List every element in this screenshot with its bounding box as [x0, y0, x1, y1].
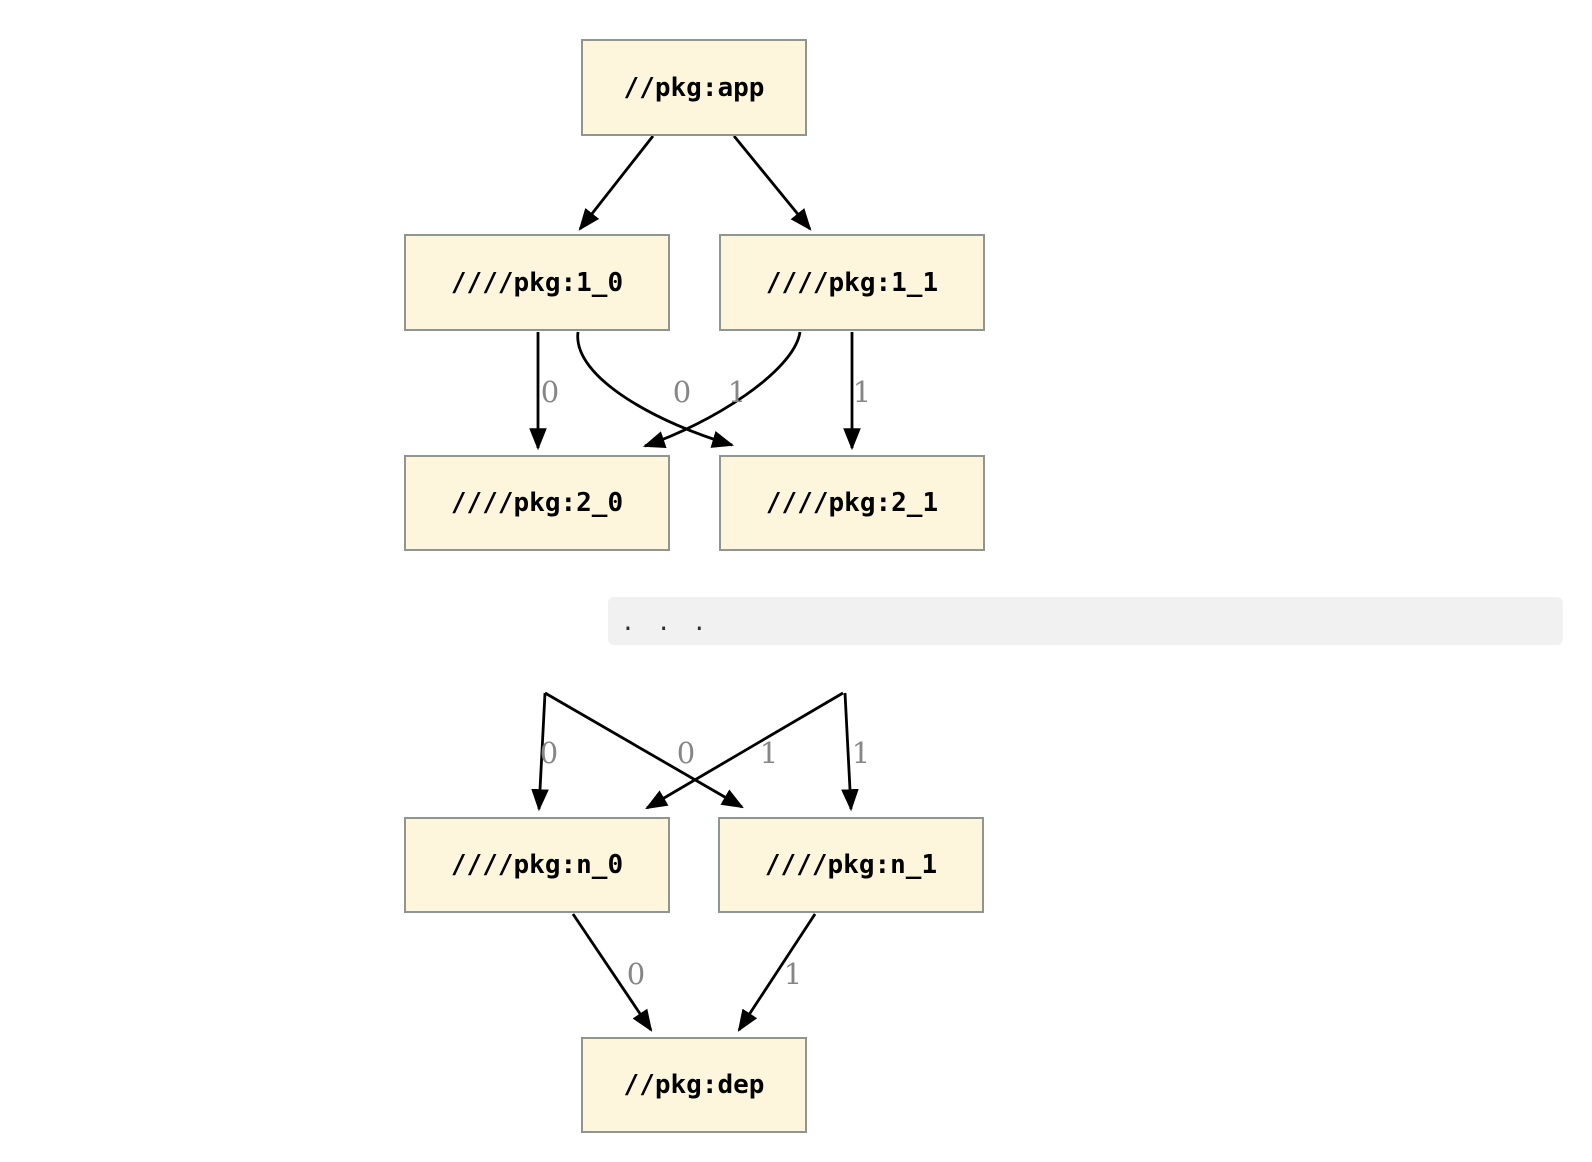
edge-app-to-1_0	[578, 135, 655, 231]
node-pkg-n_1: ////pkg:n_1	[718, 817, 984, 913]
node-pkg-2_1: ////pkg:2_1	[719, 455, 985, 551]
node-pkg-2_0: ////pkg:2_0	[404, 455, 670, 551]
edge-stub-left-to-n_1	[544, 691, 744, 809]
ellipsis-text: . . .	[621, 610, 711, 636]
node-pkg-dep: //pkg:dep	[581, 1037, 807, 1133]
node-pkg-1_0-label: ////pkg:1_0	[450, 267, 624, 298]
edge-1_1-to-2_0	[642, 331, 802, 448]
edge-1_0-to-2_1	[576, 331, 735, 448]
edge-label-stub-to-n_1-cross: 1	[759, 736, 779, 770]
edge-label-1_0-to-2_0: 0	[540, 375, 560, 409]
node-pkg-n_0-label: ////pkg:n_0	[450, 850, 624, 880]
edge-label-1_1-to-2_0: 0	[672, 375, 692, 409]
node-pkg-app: //pkg:app	[581, 39, 807, 136]
node-pkg-1_0: ////pkg:1_0	[404, 234, 670, 331]
node-pkg-2_0-label: ////pkg:2_0	[450, 488, 624, 518]
edge-label-stub-to-n_1-right: 1	[851, 736, 871, 770]
node-pkg-2_1-label: ////pkg:2_1	[765, 488, 939, 518]
node-pkg-1_1-label: ////pkg:1_1	[765, 267, 939, 298]
edge-app-to-1_1	[732, 135, 812, 231]
edge-label-1_1-to-2_1: 1	[852, 375, 872, 409]
edge-label-1_0-to-2_1: 1	[727, 375, 747, 409]
node-pkg-n_0: ////pkg:n_0	[404, 817, 670, 913]
node-pkg-n_1-label: ////pkg:n_1	[764, 850, 938, 880]
node-pkg-app-label: //pkg:app	[623, 72, 765, 103]
edge-label-n_0-to-dep: 0	[626, 957, 646, 991]
edge-label-stub-to-n_0-cross: 0	[676, 736, 696, 770]
node-pkg-1_1: ////pkg:1_1	[719, 234, 985, 331]
ellipsis-band: . . .	[608, 597, 1563, 645]
edge-label-n_1-to-dep: 1	[783, 957, 803, 991]
edge-label-stub-to-n_0-left: 0	[539, 736, 559, 770]
node-pkg-dep-label: //pkg:dep	[623, 1070, 765, 1100]
